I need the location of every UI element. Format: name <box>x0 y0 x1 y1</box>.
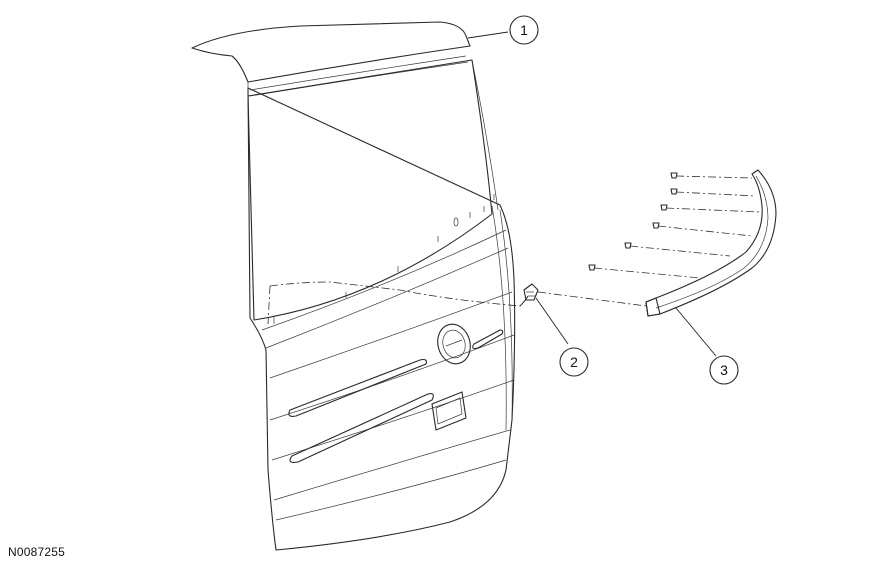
stud-marks <box>273 194 495 324</box>
svg-text:2: 2 <box>570 354 578 370</box>
svg-text:1: 1 <box>520 22 528 38</box>
liftgate-panel <box>247 87 516 551</box>
callout-3: 3 <box>675 307 739 385</box>
trim-fasteners <box>588 172 761 279</box>
callout-2: 2 <box>535 297 589 377</box>
fastener-clip <box>519 283 539 307</box>
callout-1: 1 <box>467 15 539 45</box>
figure-id: N0087255 <box>8 545 65 559</box>
upper-trim-molding <box>537 169 777 317</box>
liftgate-glass <box>191 21 521 325</box>
svg-text:3: 3 <box>720 362 728 378</box>
